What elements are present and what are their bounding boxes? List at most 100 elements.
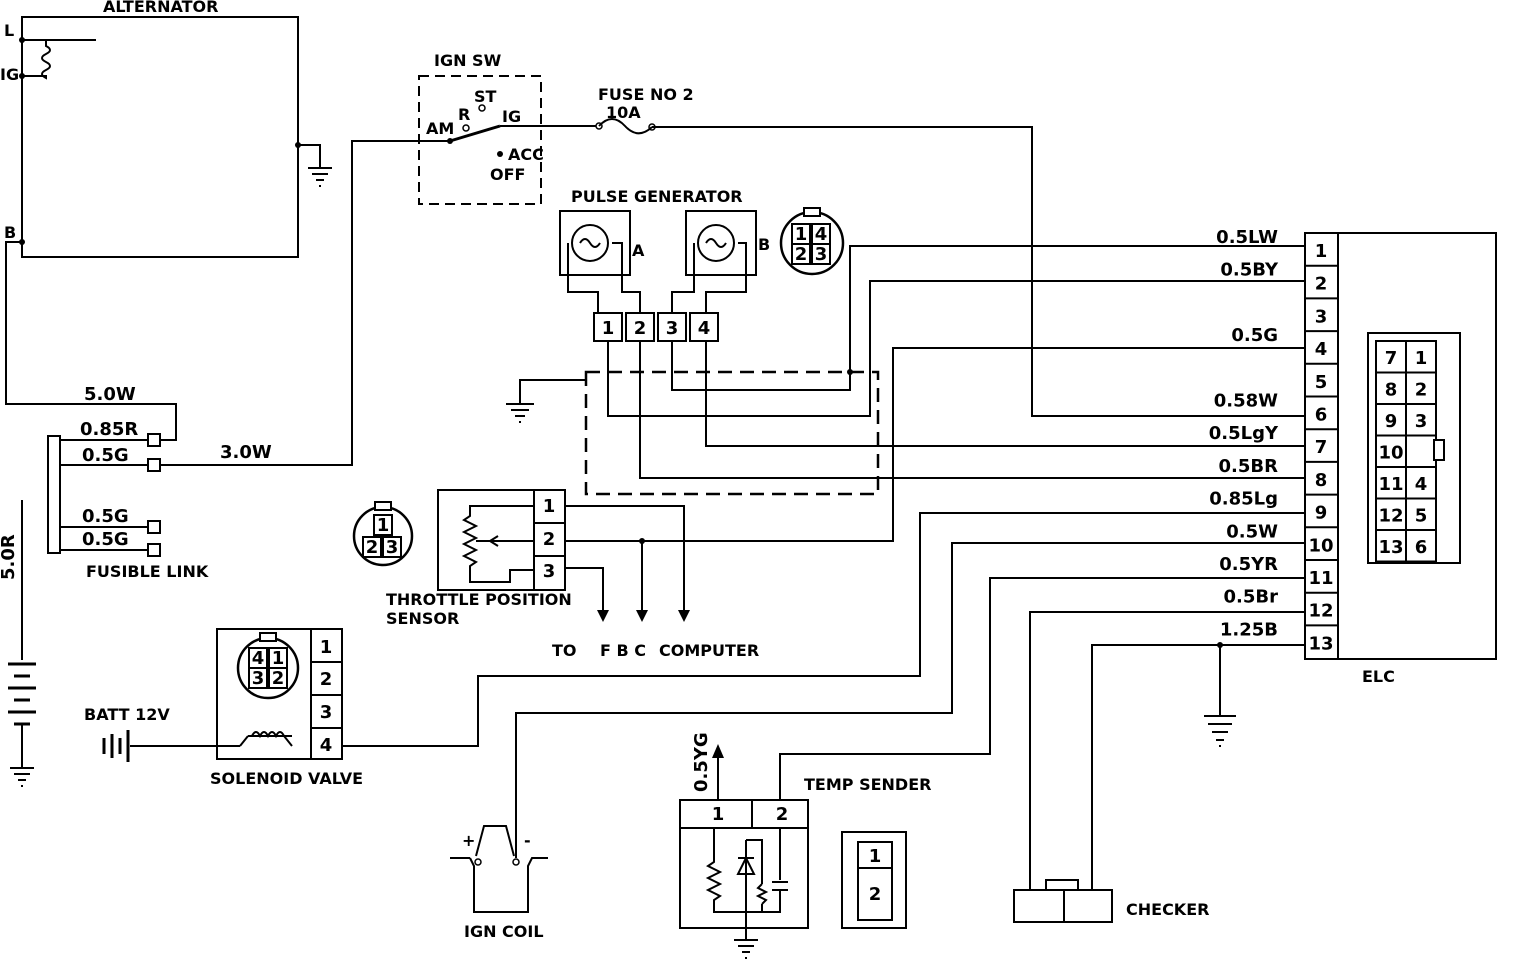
elc-pin-6: 6 xyxy=(1315,405,1328,426)
ignition-coil: + - IGN COIL xyxy=(450,825,548,941)
elc-pin-10: 10 xyxy=(1308,535,1333,556)
ignition-switch: IGN SW ST R AM IG ACC OFF xyxy=(418,51,596,205)
ign-coil-minus: - xyxy=(524,831,531,850)
elc-wire-label: 0.5G xyxy=(1231,325,1278,346)
wire-0-58w xyxy=(652,126,1305,417)
solenoid-label: SOLENOID VALVE xyxy=(210,769,363,788)
solenoid-pin: 1 xyxy=(320,637,333,658)
fusible-link-terminal xyxy=(147,543,161,557)
elc-connector-pin: 1 xyxy=(1415,348,1428,369)
pulse-generator: PULSE GENERATOR A B 1 2 3 4 xyxy=(559,187,770,342)
ign-sw-contact xyxy=(449,124,501,143)
fusible-link: 0.85R 0.5G 0.5G 0.5G FUSIBLE LINK xyxy=(47,419,209,581)
wire-label-0-5g: 0.5G xyxy=(82,529,129,550)
ground-icon xyxy=(734,939,758,959)
ign-sw-r: R xyxy=(458,105,470,124)
tps-round-connector: 1 2 3 xyxy=(352,501,414,567)
pg-pin: 1 xyxy=(602,318,615,339)
tps-round-pin: 2 xyxy=(366,537,379,558)
pulse-generator-a-label: A xyxy=(632,241,645,260)
elc-connector-pin: 7 xyxy=(1385,348,1398,369)
connector-pin: 1 xyxy=(869,846,882,867)
wire-label-5-0r: 5.0R xyxy=(0,534,19,580)
alternator-terminal-l: L xyxy=(4,21,14,40)
ign-coil-label: IGN COIL xyxy=(464,922,544,941)
alternator: ALTERNATOR L IG B xyxy=(0,0,332,258)
elc-connector-pin: 4 xyxy=(1415,474,1428,495)
solenoid-valve: 1 2 3 4 4 1 3 2 SOLENOID VALVE xyxy=(210,628,363,788)
wire-0-5br xyxy=(1029,611,1305,890)
tps-label-1: THROTTLE POSITION xyxy=(386,590,572,609)
wire-0-85lg xyxy=(342,512,1305,747)
elc-connector-pin: 9 xyxy=(1385,411,1398,432)
elc-wire-label: 0.5YR xyxy=(1219,554,1278,575)
alternator-ground-wire xyxy=(298,144,321,168)
alternator-label: ALTERNATOR xyxy=(103,0,218,16)
elc-connector-pin: 10 xyxy=(1378,443,1403,464)
shield-ground-wire xyxy=(519,379,586,404)
ign-sw-acc: ACC xyxy=(508,145,544,164)
alternator-field-coil xyxy=(22,39,96,80)
elc-label: ELC xyxy=(1362,667,1395,686)
solenoid-pin: 4 xyxy=(320,735,333,756)
ignition-switch-label: IGN SW xyxy=(434,51,502,70)
wire-0-5lw xyxy=(671,245,1305,391)
ground-icon xyxy=(10,767,34,787)
fbc-name: F B C xyxy=(600,641,646,660)
elc-pin-11: 11 xyxy=(1308,568,1333,589)
wire-label-0-85r: 0.85R xyxy=(80,419,138,440)
wire-0-5by xyxy=(607,280,1305,417)
tps-pin: 1 xyxy=(543,496,556,517)
round-connector-pg: 1 4 2 3 xyxy=(779,207,845,276)
wire-label-0-5g: 0.5G xyxy=(82,445,129,466)
elc-connector-pin: 2 xyxy=(1415,380,1428,401)
elc-wire-label: 0.58W xyxy=(1214,391,1278,412)
wire-0-5br xyxy=(639,341,1305,479)
solenoid-round-pin: 3 xyxy=(252,668,265,689)
ign-sw-am: AM xyxy=(426,119,454,138)
round-pin: 1 xyxy=(795,224,808,245)
elc-pin-2: 2 xyxy=(1315,274,1328,295)
fusible-link-terminal xyxy=(147,458,161,472)
fbc-computer: COMPUTER xyxy=(659,641,759,660)
pg-pin: 3 xyxy=(666,318,679,339)
elc-pin-8: 8 xyxy=(1315,470,1328,491)
fuse-label: FUSE NO 2 xyxy=(598,85,694,104)
elc-pin-9: 9 xyxy=(1315,503,1328,524)
elc-pin-5: 5 xyxy=(1315,372,1328,393)
tps-round-pin: 3 xyxy=(386,537,399,558)
wire-0-5g xyxy=(565,347,1305,542)
wire-0-5w xyxy=(515,542,1305,858)
round-pin: 3 xyxy=(815,244,828,265)
tps-pin: 3 xyxy=(543,561,556,582)
wire-label-3-0w: 3.0W xyxy=(220,442,272,463)
wire-label-0-5g: 0.5G xyxy=(82,506,129,527)
solenoid-round-pin: 4 xyxy=(252,648,265,669)
solenoid-round-pin: 2 xyxy=(272,668,285,689)
pulse-generator-label: PULSE GENERATOR xyxy=(571,187,743,206)
elc-wire-label: 0.5W xyxy=(1226,521,1278,542)
elc-wire-label: 0.5LgY xyxy=(1209,423,1279,444)
ign-coil-plus: + xyxy=(462,831,475,850)
pulse-generator-connector: 1 2 3 4 xyxy=(593,312,719,342)
checker: CHECKER xyxy=(1013,879,1209,923)
elc-pin-column xyxy=(1304,232,1339,660)
elc-connector-pin: 5 xyxy=(1415,506,1428,527)
fusible-link-terminal xyxy=(147,433,161,447)
elc-wire-labels: 0.5LW0.5BY0.5G0.58W0.5LgY0.5BR0.85Lg0.5W… xyxy=(1209,227,1279,640)
tps-round-pin: 1 xyxy=(377,515,390,536)
round-pin: 4 xyxy=(815,224,828,245)
temp-sender-label: TEMP SENDER xyxy=(804,775,931,794)
ground-icon xyxy=(506,403,534,423)
connector-pin: 2 xyxy=(869,884,882,905)
wire-1-25b xyxy=(1091,644,1305,890)
temp-sender-pin: 2 xyxy=(776,804,789,825)
ign-sw-off: OFF xyxy=(490,165,525,184)
tps-label-2: SENSOR xyxy=(386,609,459,628)
ground-icon xyxy=(1204,715,1236,747)
ground-icon xyxy=(308,167,332,187)
